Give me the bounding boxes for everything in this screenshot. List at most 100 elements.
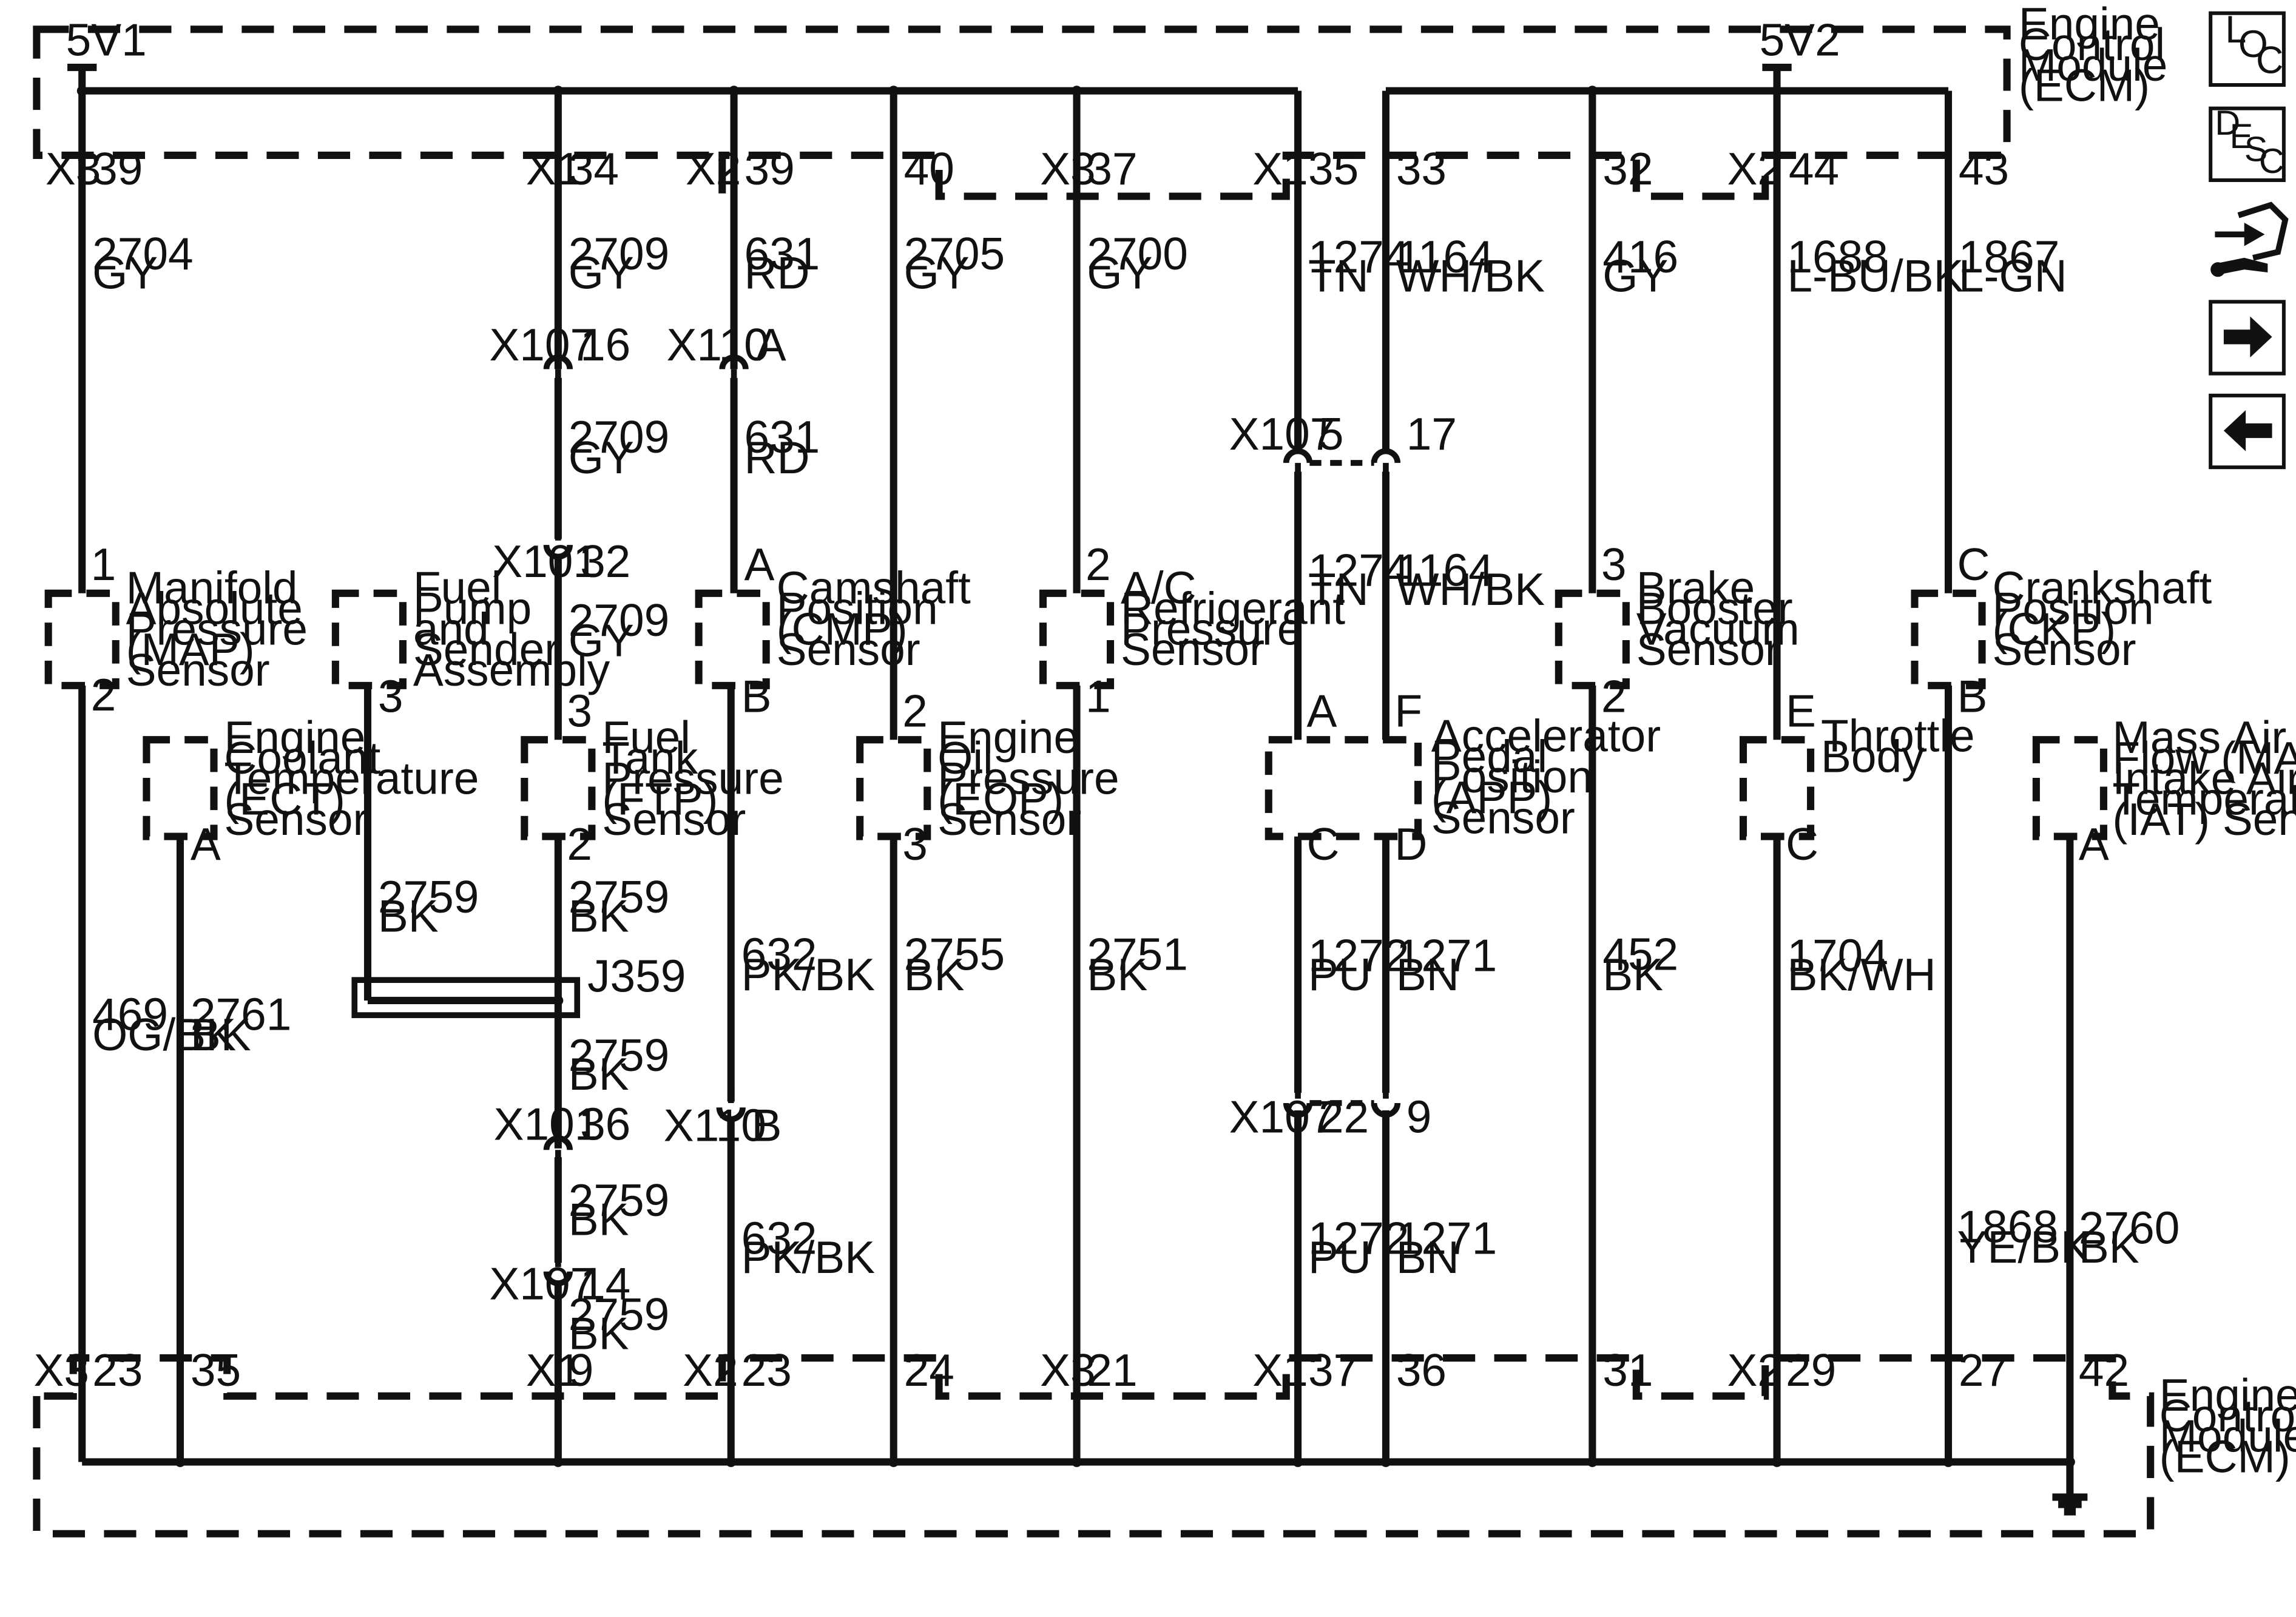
svg-text:X1: X1	[526, 1345, 582, 1396]
svg-text:D: D	[2215, 104, 2240, 143]
desc-icon[interactable]: D E S C	[2209, 104, 2286, 182]
arrow-left-icon[interactable]	[2209, 393, 2286, 470]
svg-text:Booster: Booster	[1636, 582, 1793, 633]
svg-text:17: 17	[1406, 408, 1457, 459]
svg-text:S: S	[2244, 130, 2268, 169]
svg-text:A: A	[2079, 819, 2109, 869]
ecm-top-label: Engine Control Module (ECM)	[2019, 0, 2167, 111]
svg-text:OG/BK: OG/BK	[92, 1009, 236, 1060]
svg-text:F: F	[1394, 685, 1422, 736]
svg-text:42: 42	[2079, 1345, 2129, 1396]
ecm-bottom-outline	[33, 1354, 2155, 1538]
svg-text:TN: TN	[1308, 250, 1369, 301]
cmp-sensor-label: Camshaft Position (CMP) Sensor	[777, 562, 971, 675]
svg-text:B: B	[752, 1100, 782, 1151]
brake-booster-sensor-label: Brake Booster Vacuum Sensor	[1636, 562, 1800, 675]
supply-5v2-symbol: 5V2	[1760, 15, 1840, 91]
svg-text:2759: 2759	[378, 871, 479, 922]
svg-text:632: 632	[741, 928, 817, 979]
svg-text:Position: Position	[1992, 582, 2153, 633]
svg-text:(CMP): (CMP)	[777, 603, 908, 654]
svg-text:Pump: Pump	[413, 582, 532, 633]
svg-text:1272: 1272	[1308, 1213, 1409, 1264]
svg-text:E: E	[1786, 685, 1816, 736]
svg-text:Refrigerant: Refrigerant	[1121, 582, 1345, 633]
svg-text:X3: X3	[1040, 1345, 1096, 1396]
svg-text:35: 35	[191, 1345, 241, 1396]
svg-text:2709: 2709	[569, 411, 669, 462]
svg-text:O: O	[2238, 23, 2268, 66]
svg-text:X3: X3	[46, 143, 101, 194]
svg-text:2: 2	[567, 819, 592, 869]
svg-text:631: 631	[744, 411, 820, 462]
svg-text:1867: 1867	[1959, 231, 2059, 282]
loc-icon[interactable]: L O C	[2209, 8, 2286, 87]
svg-text:Engine: Engine	[2159, 1369, 2296, 1420]
svg-text:GY: GY	[1087, 248, 1152, 299]
svg-text:2759: 2759	[569, 1175, 669, 1226]
svg-text:WH/BK: WH/BK	[1396, 564, 1545, 615]
svg-text:A/C: A/C	[1121, 562, 1197, 613]
svg-text:RD: RD	[744, 432, 809, 483]
svg-text:44: 44	[1789, 143, 1839, 194]
svg-text:2755: 2755	[904, 928, 1005, 979]
svg-text:Sensor: Sensor	[224, 794, 368, 845]
svg-text:PU: PU	[1308, 949, 1371, 1000]
svg-text:BK: BK	[569, 1048, 629, 1099]
svg-text:2759: 2759	[569, 871, 669, 922]
svg-text:Engine: Engine	[937, 712, 1079, 763]
ecm-top-outline	[33, 25, 2011, 200]
svg-text:GY: GY	[569, 248, 634, 299]
svg-text:33: 33	[1396, 143, 1447, 194]
svg-text:Body: Body	[1821, 731, 1925, 781]
svg-text:632: 632	[741, 1213, 817, 1264]
connector-tool-icon[interactable]	[2210, 201, 2289, 277]
svg-text:1272: 1272	[1308, 930, 1409, 981]
svg-text:Pressure: Pressure	[937, 753, 1119, 804]
svg-text:Position: Position	[777, 582, 938, 633]
svg-text:GY: GY	[1602, 250, 1668, 301]
svg-text:34: 34	[569, 143, 619, 194]
svg-text:Oil: Oil	[937, 732, 993, 783]
ground-icon	[2052, 1462, 2088, 1516]
ecm-bottom-pin-labels: X3 23 35 X1 9 X2 23 24 X3 21 X1 37 36 31…	[34, 1345, 2130, 1396]
svg-text:TN: TN	[1308, 564, 1369, 615]
svg-text:Sensor: Sensor	[937, 794, 1081, 845]
svg-text:452: 452	[1602, 928, 1678, 979]
svg-text:X110: X110	[667, 319, 769, 370]
svg-text:L-BU/BK: L-BU/BK	[1787, 250, 1963, 301]
svg-text:X101: X101	[492, 536, 598, 587]
svg-text:BK: BK	[2079, 1221, 2139, 1272]
svg-text:L: L	[2225, 8, 2246, 51]
svg-text:Tank: Tank	[602, 732, 698, 783]
svg-text:J359: J359	[587, 950, 686, 1001]
svg-text:X2: X2	[1727, 143, 1783, 194]
svg-text:Temperature: Temperature	[2112, 773, 2296, 824]
svg-text:22: 22	[1319, 1091, 1369, 1142]
svg-text:2759: 2759	[569, 1289, 669, 1340]
svg-text:43: 43	[1959, 143, 2009, 194]
svg-text:BN: BN	[1396, 1232, 1459, 1283]
svg-text:2700: 2700	[1087, 228, 1187, 279]
component-names: Manifold Absolute Pressure (MAP) Sensor …	[126, 562, 2296, 845]
svg-text:PK/BK: PK/BK	[741, 1232, 876, 1283]
svg-text:Position: Position	[1431, 751, 1593, 802]
svg-text:BK: BK	[569, 1193, 629, 1244]
svg-text:Temperature: Temperature	[224, 753, 479, 804]
svg-text:Sensor: Sensor	[777, 624, 920, 675]
svg-text:BK: BK	[1087, 949, 1147, 1000]
arrow-right-icon[interactable]	[2209, 300, 2286, 376]
svg-text:16: 16	[580, 319, 630, 370]
svg-text:631: 631	[744, 228, 820, 279]
svg-text:40: 40	[904, 143, 954, 194]
svg-text:Control: Control	[2159, 1390, 2296, 1441]
svg-text:Sensor: Sensor	[602, 794, 746, 845]
svg-text:9: 9	[569, 1345, 594, 1396]
svg-text:1274: 1274	[1308, 545, 1409, 596]
svg-text:23: 23	[92, 1345, 143, 1396]
svg-text:X107: X107	[489, 1258, 595, 1309]
svg-text:Sensor: Sensor	[1992, 624, 2136, 675]
svg-text:2709: 2709	[569, 595, 669, 646]
svg-text:1164: 1164	[1396, 545, 1494, 596]
svg-text:2704: 2704	[92, 228, 193, 279]
